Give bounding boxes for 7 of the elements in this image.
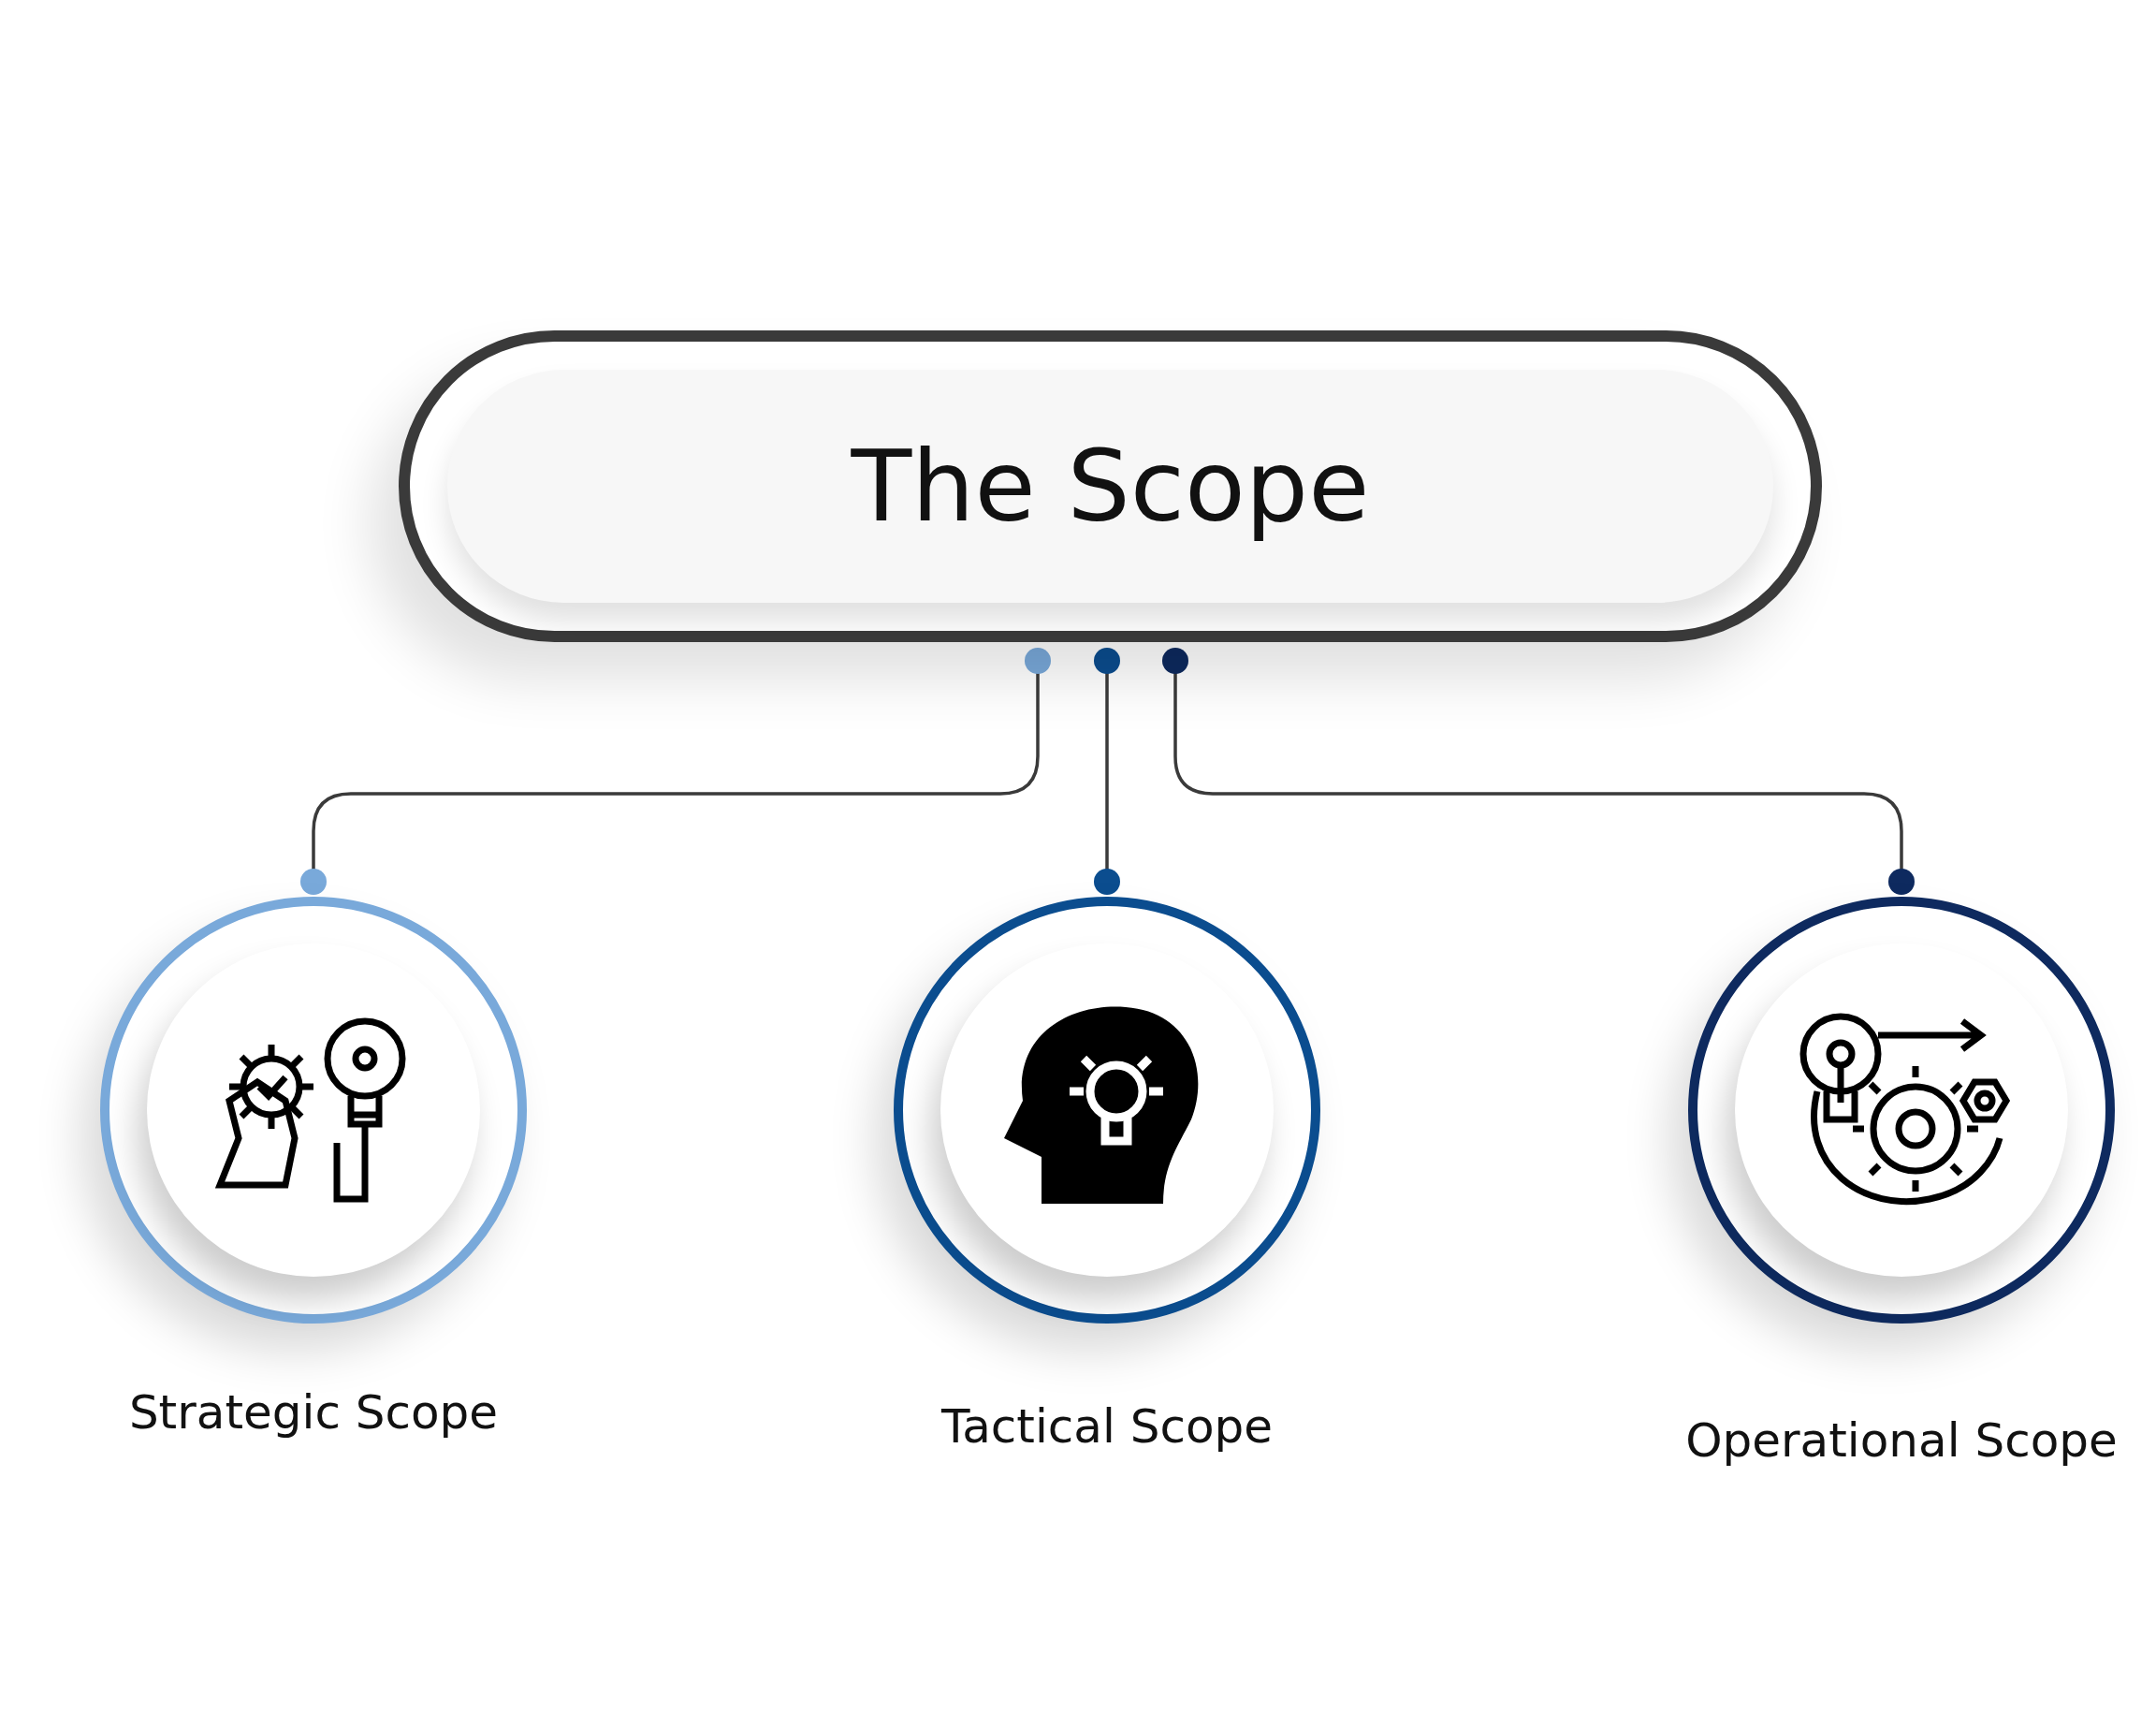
connector-line xyxy=(1094,648,1120,895)
connector-line xyxy=(1162,648,1915,895)
scope-label: Strategic Scope xyxy=(127,1385,500,1440)
connector-line xyxy=(300,648,1051,895)
scope-label: Tactical Scope xyxy=(940,1399,1275,1454)
scope-label: Operational Scope xyxy=(1684,1413,2119,1468)
title-text: The Scope xyxy=(851,429,1370,544)
